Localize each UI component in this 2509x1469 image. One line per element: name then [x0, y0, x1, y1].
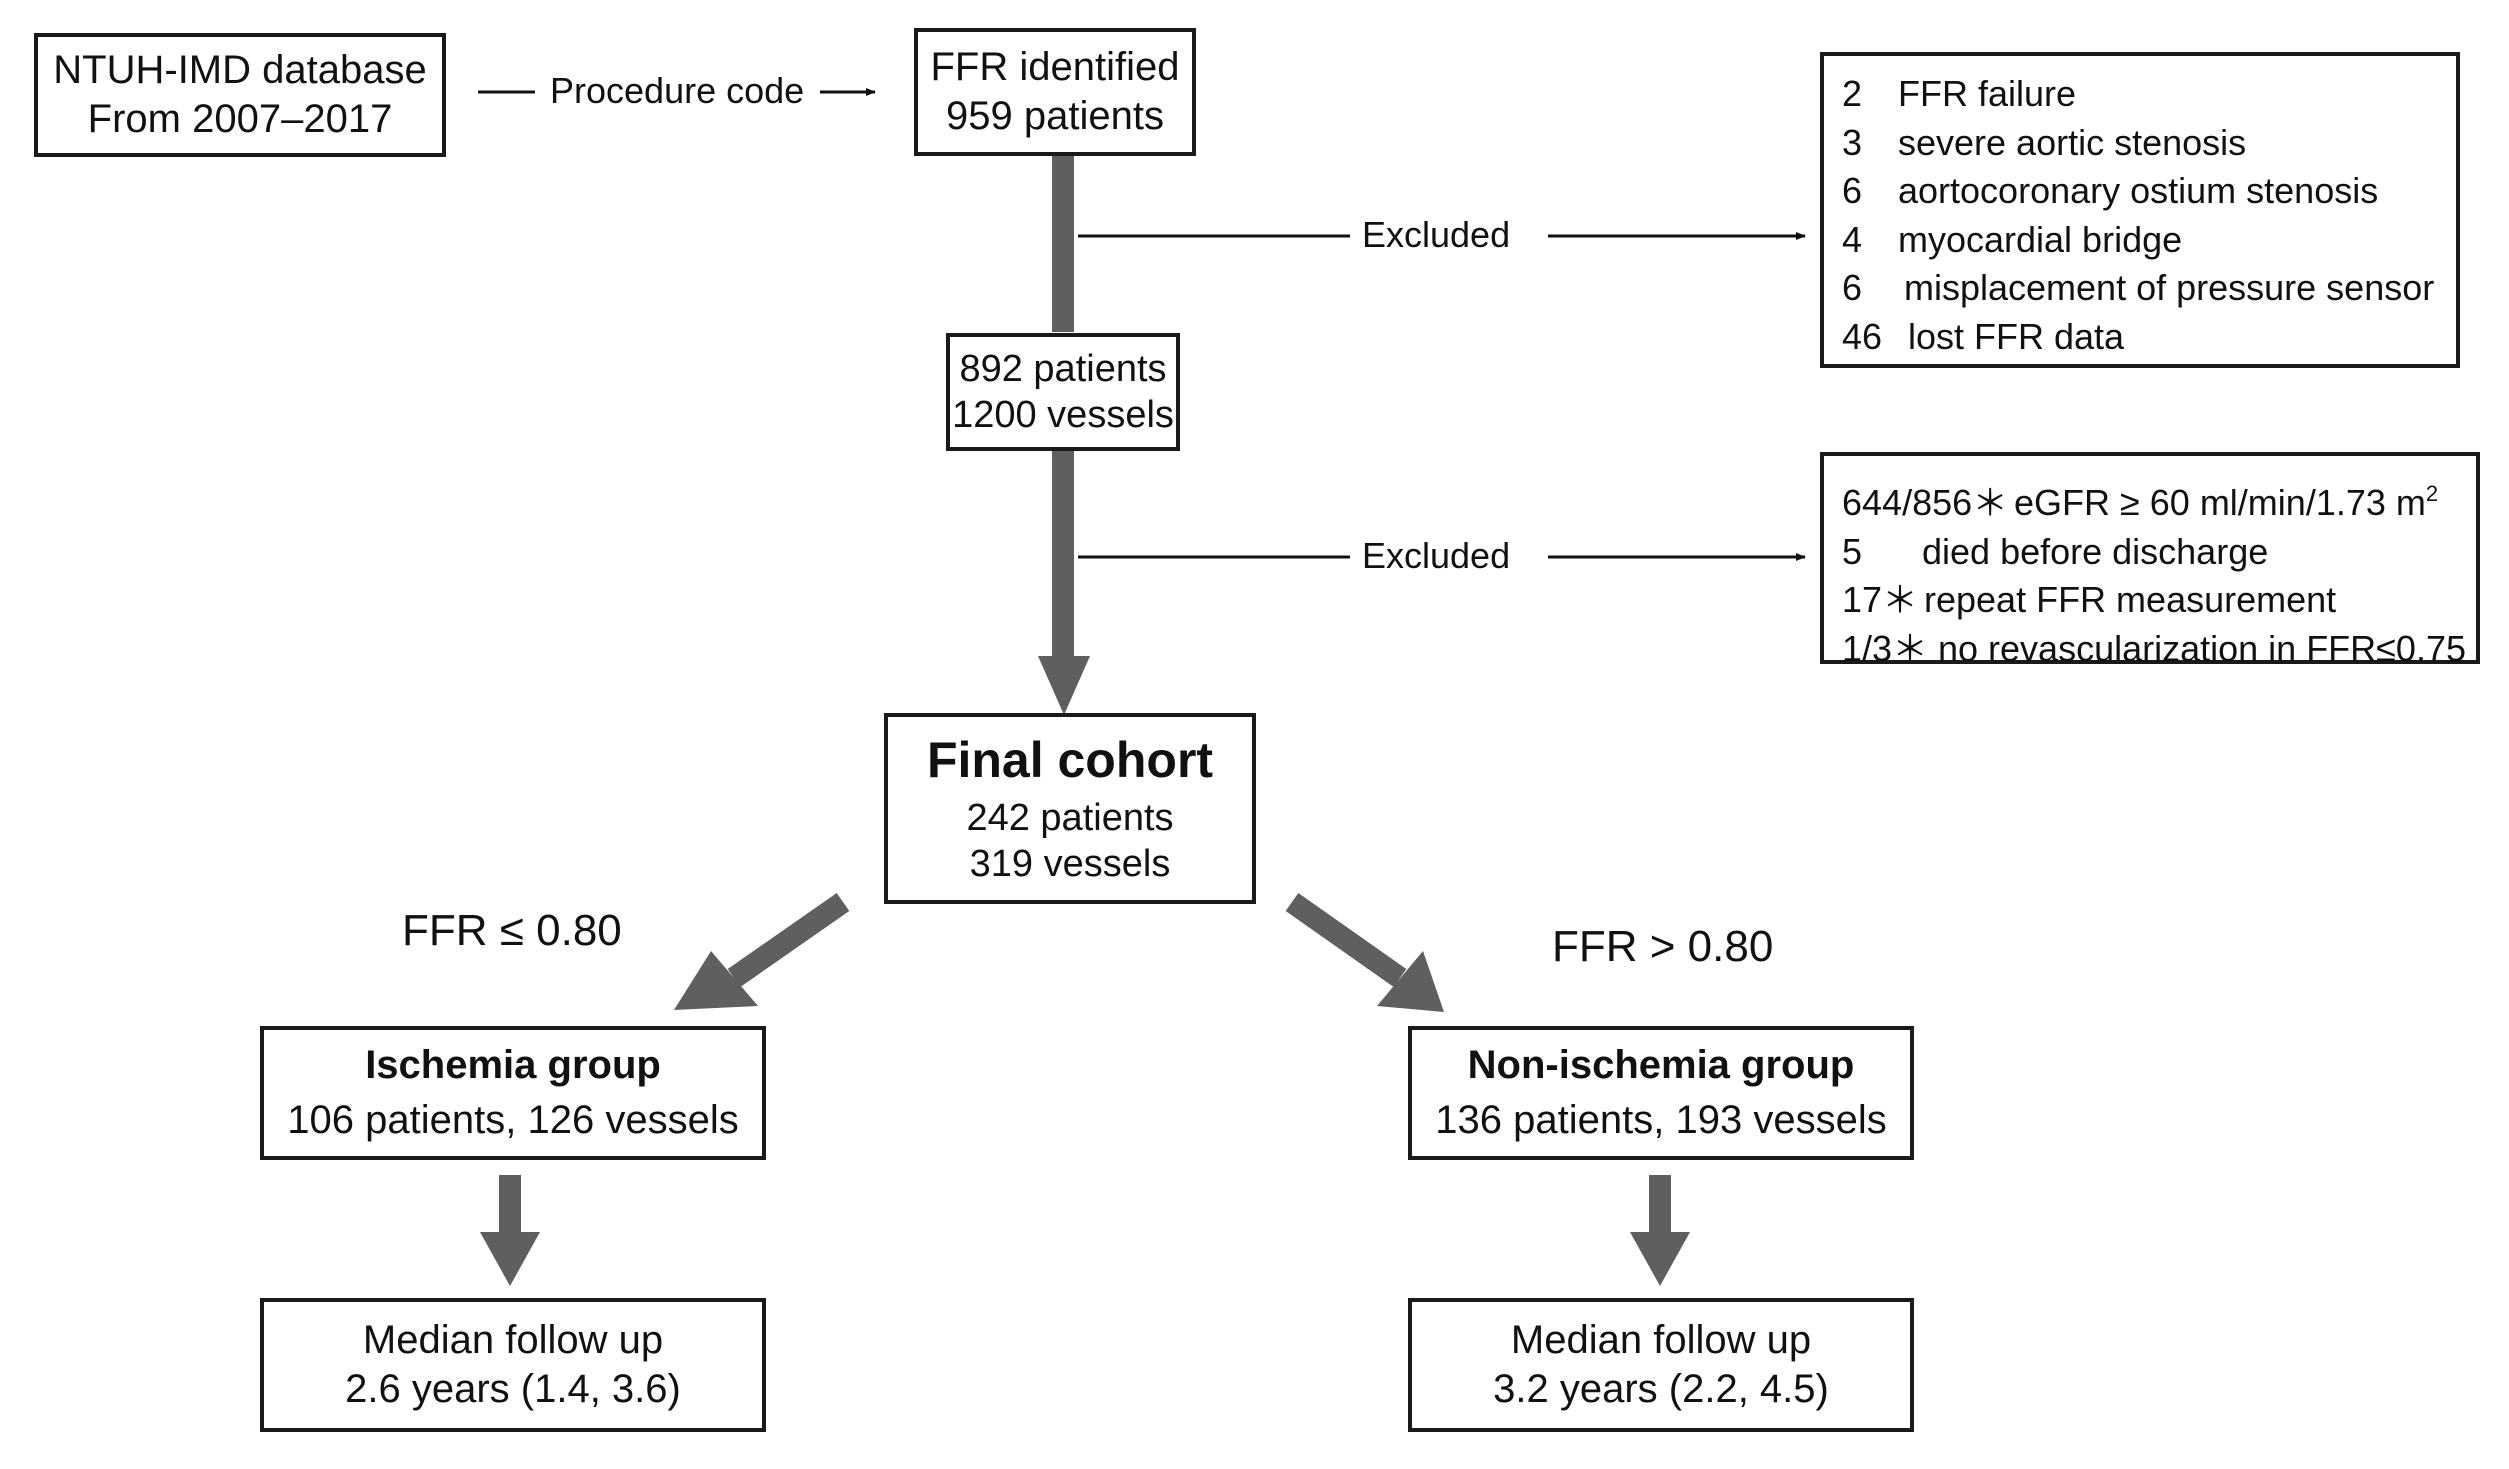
thick-arrowhead-final: [1038, 656, 1090, 715]
condition-nonischemia: FFR > 0.80: [1552, 922, 1774, 971]
exclusion2-item: 17＊repeat FFR measurement: [1842, 579, 2337, 620]
eligible-box: 892 patients 1200 vessels: [946, 333, 1180, 451]
final-cohort-patients: 242 patients: [966, 796, 1174, 839]
ischemia-followup-title: Median follow up: [362, 1318, 664, 1363]
nonischemia-followup-title: Median follow up: [1510, 1318, 1812, 1363]
source-box: NTUH-IMD database From 2007–2017: [34, 33, 446, 157]
final-cohort-vessels: 319 vessels: [969, 843, 1171, 885]
arrow-to-ischemia-shaft: [727, 892, 850, 988]
nonischemia-group-title: Non-ischemia group: [1467, 1043, 1855, 1088]
excluded-label-1: Excluded: [1354, 214, 1519, 256]
arrow-nonischemia-down-shaft: [1649, 1175, 1671, 1235]
eligible-patients: 892 patients: [959, 347, 1167, 390]
eligible-vessels: 1200 vessels: [952, 394, 1174, 436]
final-cohort-title: Final cohort: [926, 731, 1214, 788]
nonischemia-followup-duration: 3.2 years (2.2, 4.5): [1493, 1367, 1829, 1411]
excluded-label-2: Excluded: [1354, 535, 1519, 577]
arrow-nonischemia-down-head: [1630, 1232, 1690, 1286]
arrow-ischemia-down-head: [480, 1232, 540, 1286]
nonischemia-group-counts: 136 patients, 193 vessels: [1435, 1098, 1887, 1142]
ffr-identified-box: FFR identified 959 patients: [914, 28, 1196, 156]
thick-connector-1: [1052, 156, 1074, 332]
ischemia-group-counts: 106 patients, 126 vessels: [287, 1098, 739, 1142]
thick-connector-2: [1052, 450, 1074, 660]
ischemia-followup-duration: 2.6 years (1.4, 3.6): [345, 1367, 681, 1411]
procedure-code-label: Procedure code: [542, 70, 813, 112]
exclusion2-item: 644/856＊eGFR ≥ 60 ml/min/1.73 m2: [1842, 481, 2439, 523]
ischemia-group-title: Ischemia group: [365, 1043, 661, 1088]
final-cohort-box: Final cohort 242 patients 319 vessels: [884, 713, 1256, 904]
exclusion2-item: 1/3＊no revascularization in FFR≤0.75: [1842, 627, 2466, 669]
ffr-identified-count: 959 patients: [946, 94, 1164, 138]
arrow-to-ischemia-head: [674, 951, 758, 1010]
arrow-ischemia-down-shaft: [499, 1175, 521, 1235]
nonischemia-followup-box: Median follow up 3.2 years (2.2, 4.5): [1408, 1298, 1914, 1432]
condition-ischemia: FFR ≤ 0.80: [402, 906, 622, 955]
source-date-range: From 2007–2017: [87, 97, 393, 141]
ischemia-followup-box: Median follow up 2.6 years (1.4, 3.6): [260, 1298, 766, 1432]
nonischemia-group-box: Non-ischemia group 136 patients, 193 ves…: [1408, 1026, 1914, 1160]
arrow-to-nonischemia-head: [1377, 951, 1444, 1012]
source-title: NTUH-IMD database: [53, 48, 427, 93]
ffr-identified-title: FFR identified: [930, 45, 1180, 90]
arrow-to-nonischemia-shaft: [1285, 893, 1407, 987]
ischemia-group-box: Ischemia group 106 patients, 126 vessels: [260, 1026, 766, 1160]
